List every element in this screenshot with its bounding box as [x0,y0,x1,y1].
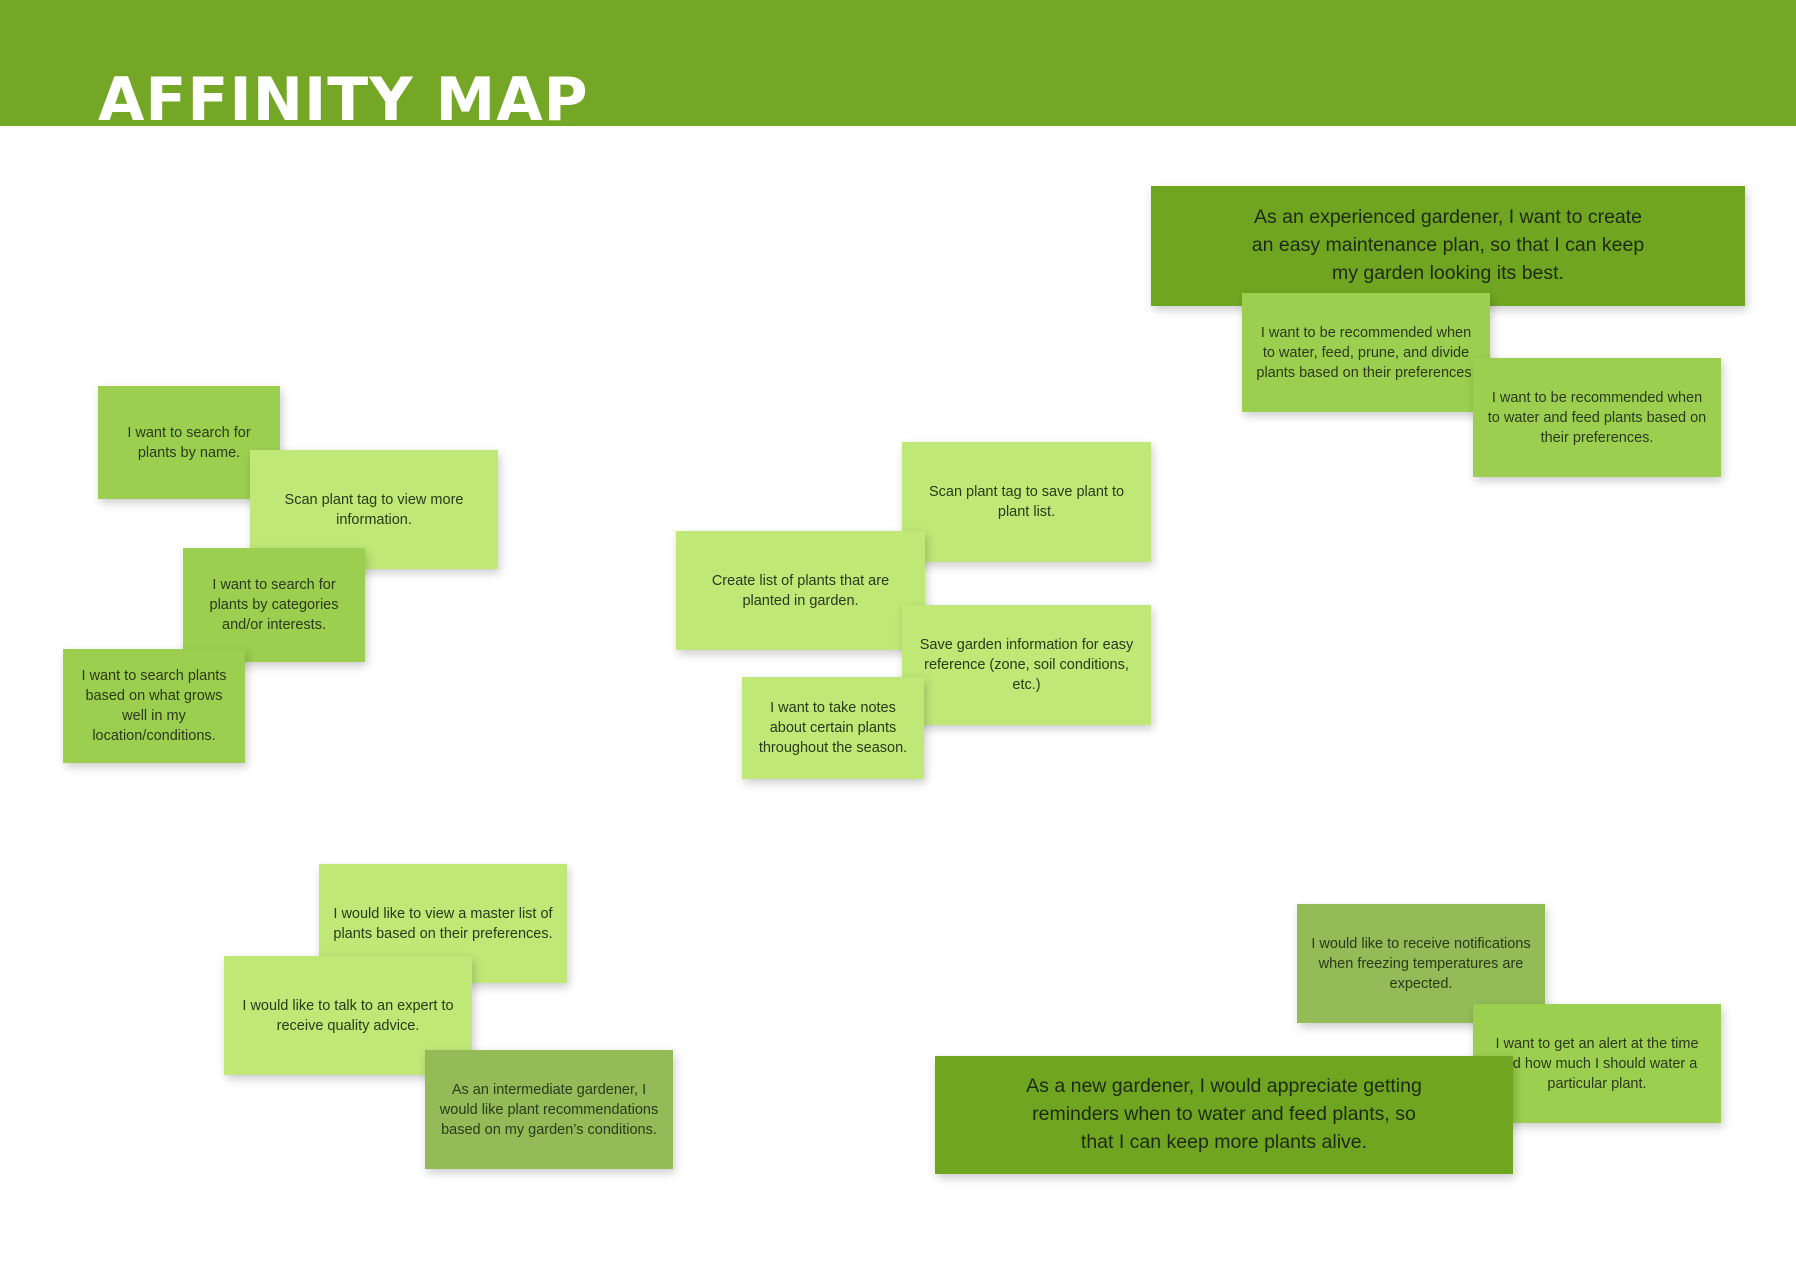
user-story-card: As a new gardener, I would appreciate ge… [935,1056,1513,1174]
user-story-card: As an experienced gardener, I want to cr… [1151,186,1745,306]
sticky-note-text: Save garden information for easy referen… [919,637,1134,693]
sticky-note-text: I would like to receive notifications wh… [1311,935,1531,992]
sticky-note: As an intermediate gardener, I would lik… [425,1050,673,1169]
sticky-note: I want to search plants based on what gr… [63,649,245,763]
sticky-note: Save garden information for easy referen… [902,605,1151,725]
sticky-note-text: Create list of plants that are planted i… [711,572,890,609]
sticky-note-text: As an intermediate gardener, I would lik… [439,1081,659,1138]
sticky-note-text: I would like to talk to an expert to rec… [242,997,454,1034]
sticky-note-text: Scan plant tag to save plant to plant li… [928,484,1125,520]
sticky-note-text: I would like to view a master list of pl… [333,905,553,942]
sticky-note: Scan plant tag to save plant to plant li… [902,442,1151,562]
sticky-note-text: I want to take notes about certain plant… [758,700,908,756]
sticky-note: Create list of plants that are planted i… [676,531,925,650]
sticky-note: I want to take notes about certain plant… [742,677,924,779]
sticky-note-text: Scan plant tag to view more information. [284,491,464,528]
sticky-note-text: I want to search for plants by categorie… [209,577,339,633]
user-story-text: As an experienced gardener, I want to cr… [1251,206,1645,284]
sticky-note-text: I want to be recommended when to water a… [1487,389,1707,446]
sticky-note: I want to be recommended when to water a… [1473,358,1721,477]
sticky-note: I want to search for plants by name. [98,386,280,499]
sticky-note-text: I want to search for plants by name. [127,424,251,461]
sticky-note-text: I want to search plants based on what gr… [81,668,227,744]
sticky-note: I would like to receive notifications wh… [1297,904,1545,1023]
sticky-note: I want to get an alert at the time and h… [1473,1004,1721,1123]
sticky-note: I want to be recommended when to water, … [1242,293,1490,412]
sticky-note: Scan plant tag to view more information. [250,450,498,569]
header-banner: AFFINITY MAP [0,0,1796,126]
user-story-text: As a new gardener, I would appreciate ge… [1026,1075,1422,1153]
page-title: AFFINITY MAP [98,65,589,126]
sticky-note-text: I want to get an alert at the time and h… [1495,1035,1699,1092]
sticky-note-text: I want to be recommended when to water, … [1256,324,1476,381]
sticky-note: I want to search for plants by categorie… [183,548,365,662]
